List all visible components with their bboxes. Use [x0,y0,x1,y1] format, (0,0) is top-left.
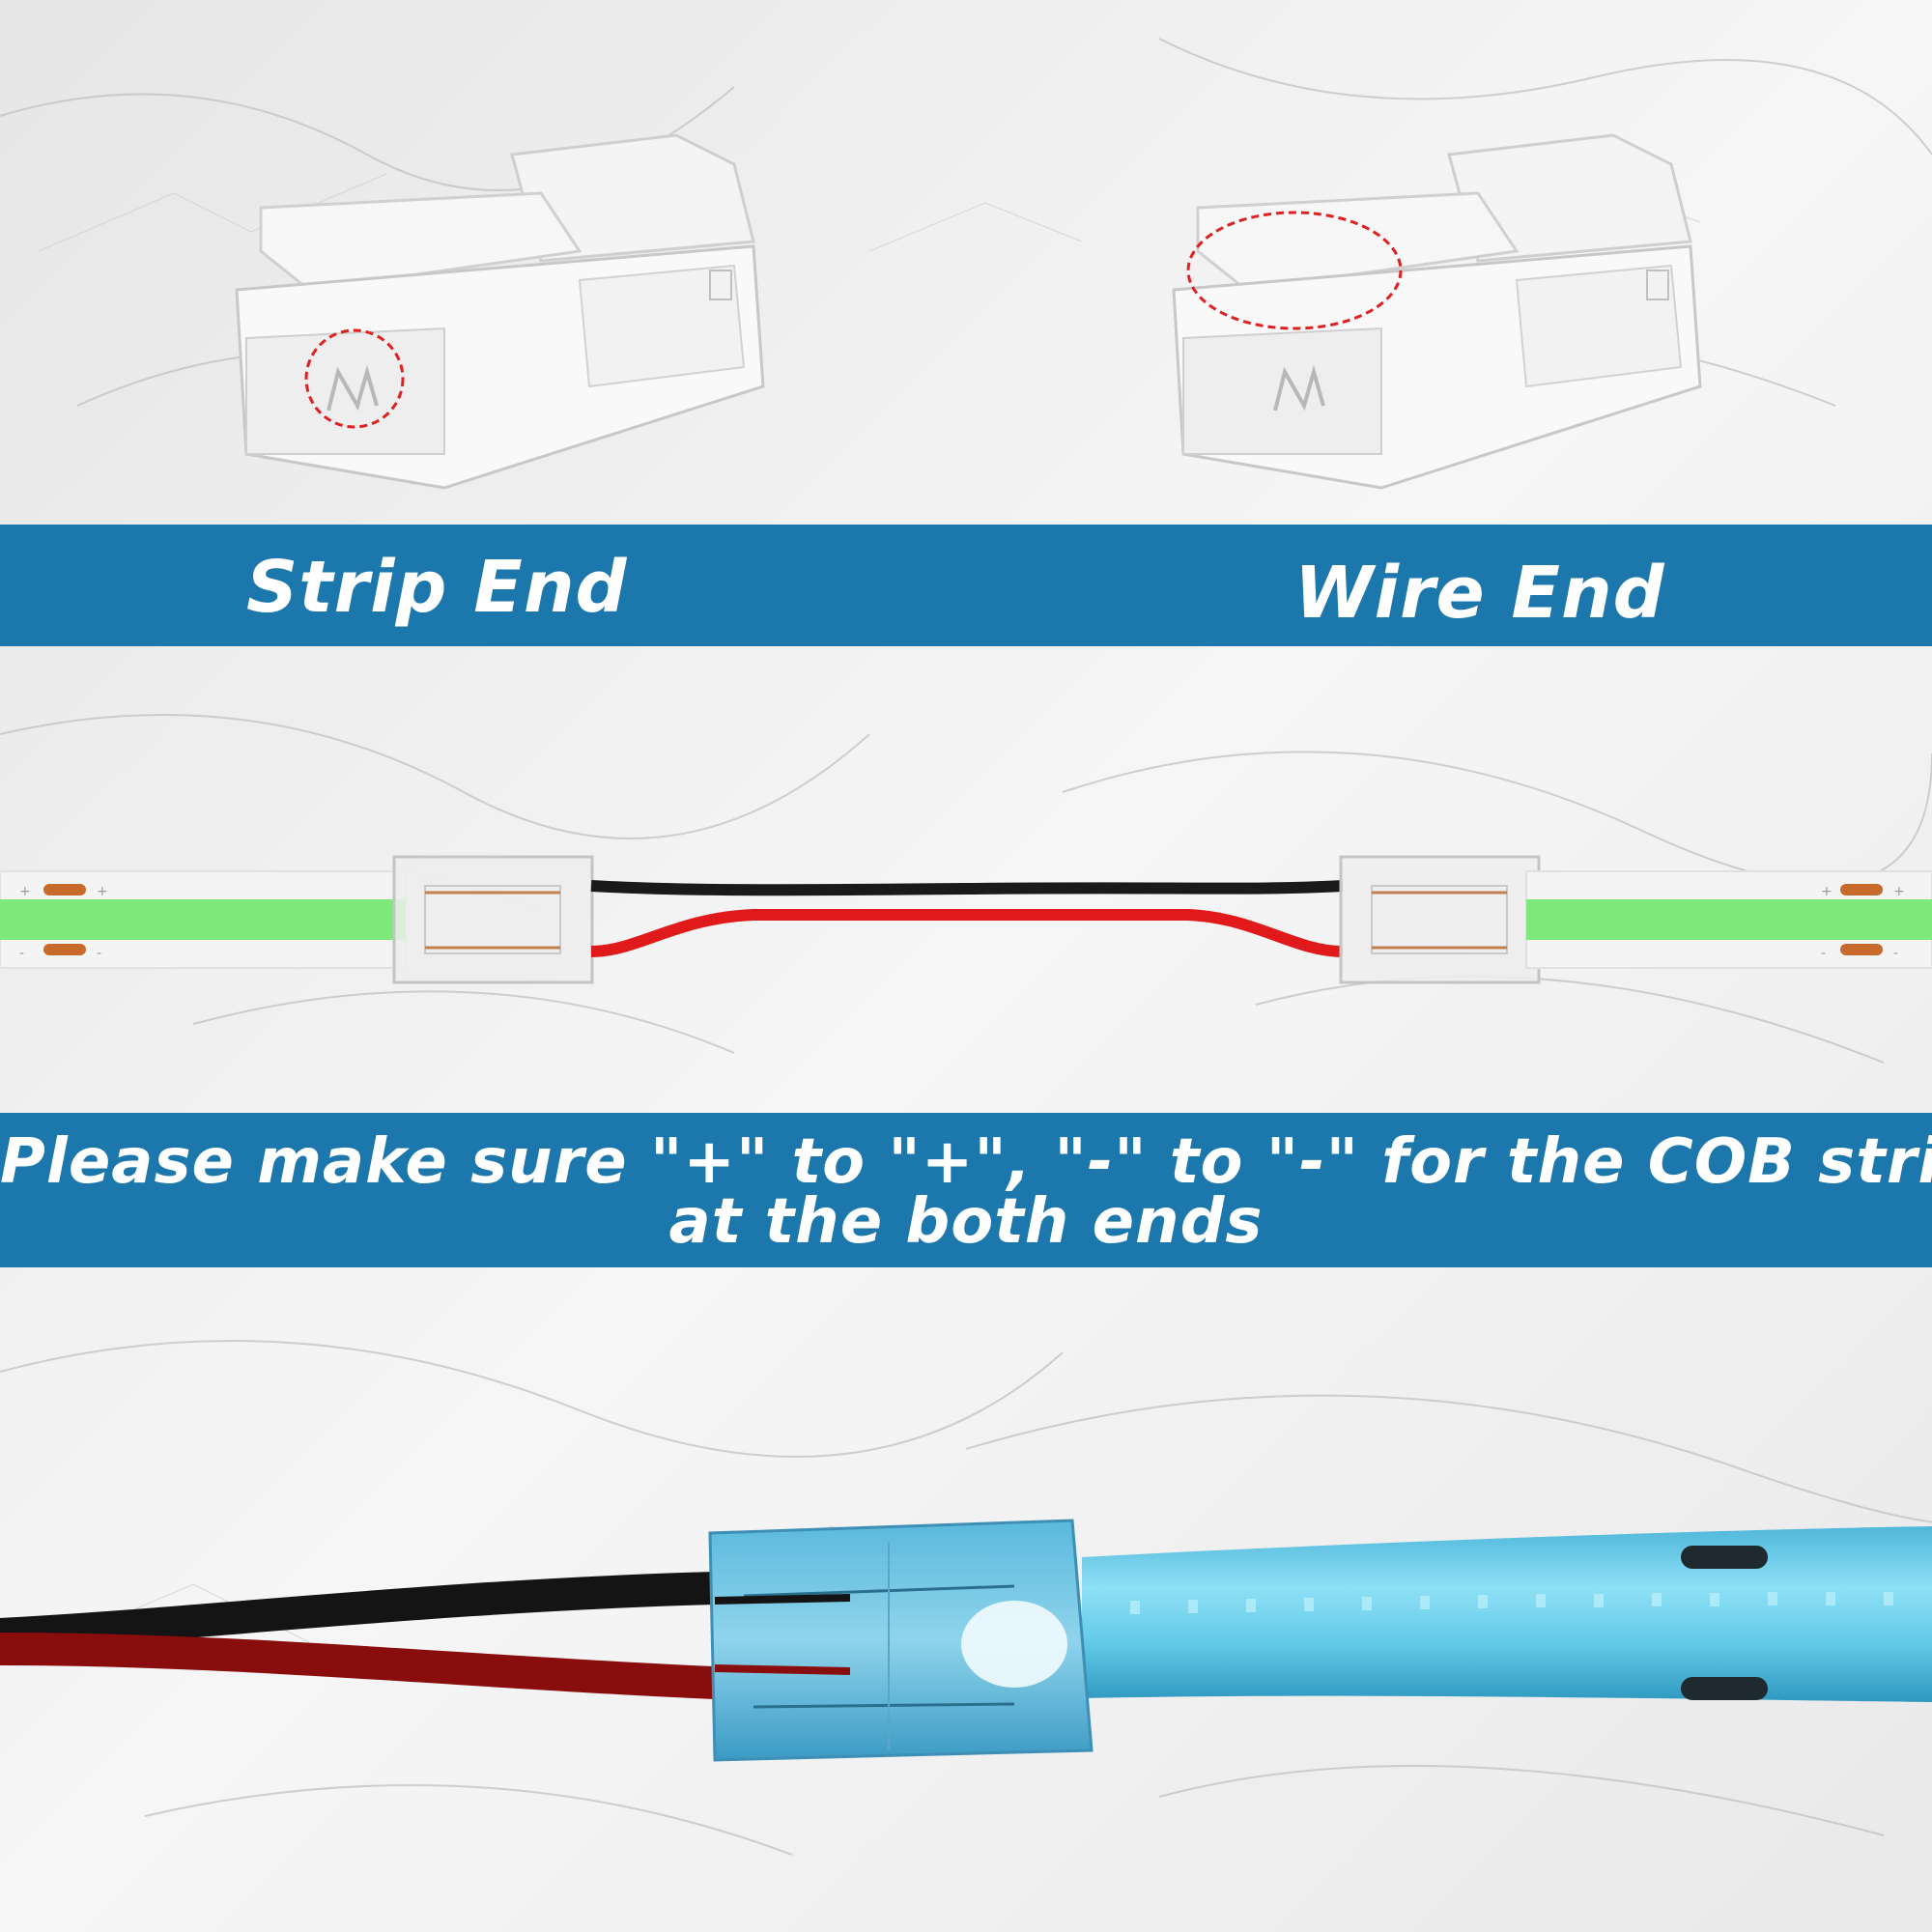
connector-closeup [0,1267,1932,1932]
right-strip-plus-mark-2: + [1821,884,1833,899]
left-strip-minus-mark-2: - [97,946,101,961]
closeup-strip-pad-bottom [1681,1677,1768,1700]
connector-views [0,0,1932,525]
right-connector [1339,855,1541,984]
connector-strip-end-image [235,133,765,490]
instruction-line-1: Please make sure "+" to "+", "-" to "-" … [0,1126,1932,1198]
right-cob-strip: + + - - [1525,870,1932,969]
closeup-strip-pad-top [1681,1546,1768,1569]
highlight-ellipse-wire-end [1186,211,1403,330]
left-connector [392,855,594,984]
connector-wire-end-image [1172,133,1702,490]
left-strip-pad-plus [43,884,86,895]
end-labels-banner: Strip End Wire End [0,525,1932,646]
strip-end-label: Strip End [246,546,628,629]
right-strip-minus-mark: - [1893,946,1898,961]
closeup-cyan-strip [1082,1526,1932,1702]
right-strip-plus-mark: + [1893,884,1905,899]
left-strip-plus-mark: + [19,884,31,899]
left-strip-pad-minus [43,944,86,955]
right-strip-minus-mark-2: - [1821,946,1826,961]
strip-connection-diagram: + + - - + + [0,646,1932,1113]
right-strip-pad-minus [1840,944,1883,955]
instruction-line-2: at the both ends [668,1186,1264,1258]
connecting-wires [590,880,1344,957]
right-strip-pad-plus [1840,884,1883,895]
left-strip-plus-mark-2: + [97,884,108,899]
closeup-connector-cap [708,1519,1094,1762]
polarity-instruction-banner: Please make sure "+" to "+", "-" to "-" … [0,1113,1932,1267]
highlight-circle-strip-end [304,328,405,429]
left-strip-minus-mark: - [19,946,24,961]
wire-end-label: Wire End [1294,552,1665,635]
left-cob-strip: + + - - [0,870,407,969]
closeup-wires [0,1572,716,1699]
